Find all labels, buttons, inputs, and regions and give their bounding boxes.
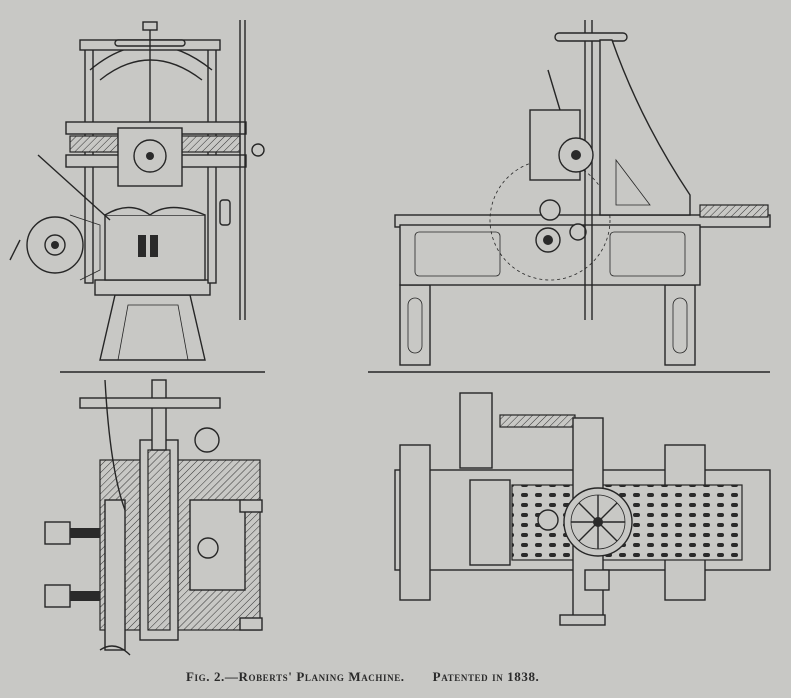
side-elevation-drawing: [368, 20, 771, 373]
caption-title: Fig. 2.—Roberts' Planing Machine.: [186, 669, 405, 684]
figure-caption: Fig. 2.—Roberts' Planing Machine. Patente…: [186, 669, 567, 685]
front-elevation-drawing: [9, 20, 265, 373]
plan-view-drawing: [394, 392, 771, 626]
caption-note: Patented in 1838.: [432, 669, 540, 684]
sectional-detail-drawing: [44, 379, 263, 656]
